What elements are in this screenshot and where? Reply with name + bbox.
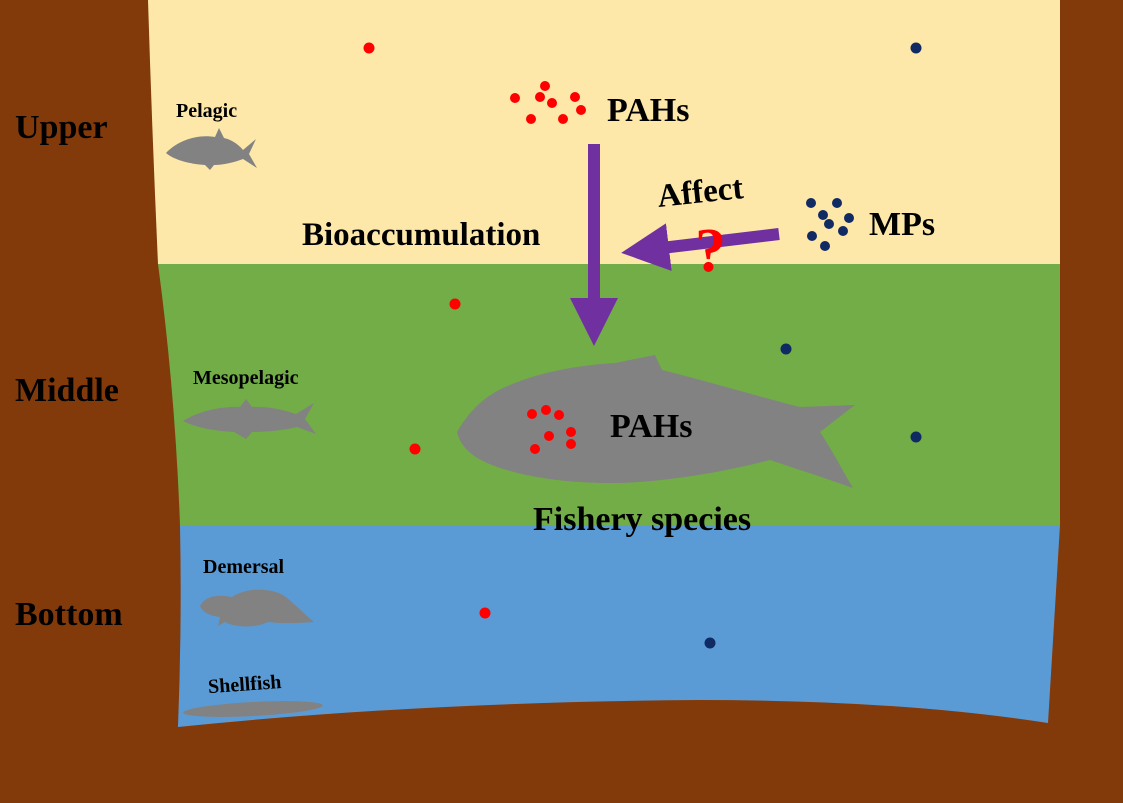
pelagic-fish-icon: [166, 128, 257, 170]
pah-dot: [527, 409, 537, 419]
pah-dot: [510, 93, 520, 103]
mp-dot: [780, 343, 792, 355]
mp-dot: [910, 42, 922, 54]
bioaccumulation-label: Bioaccumulation: [302, 217, 540, 253]
pah-dot: [554, 410, 564, 420]
pah-dot: [363, 42, 375, 54]
pah-dot: [566, 427, 576, 437]
pah-dot: [409, 443, 421, 455]
mps-label: MPs: [869, 206, 935, 243]
pah-dot: [479, 607, 491, 619]
pah-dot: [558, 114, 568, 124]
pah-dot: [449, 298, 461, 310]
mp-dot: [824, 219, 834, 229]
demersal-fish-icon: [200, 589, 314, 627]
mp-cluster: [806, 198, 854, 251]
fish-pah-dots: [527, 405, 576, 454]
fishery-species-label: Fishery species: [533, 501, 751, 538]
mp-dot: [838, 226, 848, 236]
pah-dot: [544, 431, 554, 441]
habitat-label-mesopelagic: Mesopelagic: [193, 367, 299, 389]
mp-dot: [704, 637, 716, 649]
mp-dot: [820, 241, 830, 251]
mesopelagic-fish-icon: [183, 399, 316, 439]
mp-dot: [806, 198, 816, 208]
upper-water-layer: [148, 0, 1060, 264]
fish-pahs-label: PAHs: [610, 408, 692, 445]
water-pah-cluster: [510, 81, 586, 124]
shellfish-icon: [183, 701, 323, 717]
pah-dot: [540, 81, 550, 91]
pah-dot: [547, 98, 557, 108]
affect-label: Affect: [656, 170, 745, 215]
pah-dot: [541, 405, 551, 415]
pah-dot: [526, 114, 536, 124]
habitat-label-shellfish: Shellfish: [207, 671, 282, 698]
habitat-label-demersal: Demersal: [203, 556, 285, 578]
layer-label-bottom: Bottom: [15, 596, 123, 633]
water-pahs-label: PAHs: [607, 92, 689, 129]
pah-dot: [530, 444, 540, 454]
affect-arrow-icon: [621, 223, 780, 271]
pah-dot: [566, 439, 576, 449]
pah-dot: [570, 92, 580, 102]
layer-label-upper: Upper: [15, 109, 108, 146]
pah-dot: [576, 105, 586, 115]
question-mark-label: ?: [695, 217, 726, 285]
habitat-label-pelagic: Pelagic: [176, 100, 237, 122]
fishery-species-fish-icon: [457, 355, 855, 488]
mp-dot: [844, 213, 854, 223]
scattered-dots: [363, 42, 922, 649]
layer-label-middle: Middle: [15, 372, 119, 409]
mp-dot: [832, 198, 842, 208]
mp-dot: [910, 431, 922, 443]
mp-dot: [807, 231, 817, 241]
mp-dot: [818, 210, 828, 220]
pah-dot: [535, 92, 545, 102]
bottom-water-layer: [178, 525, 1060, 727]
